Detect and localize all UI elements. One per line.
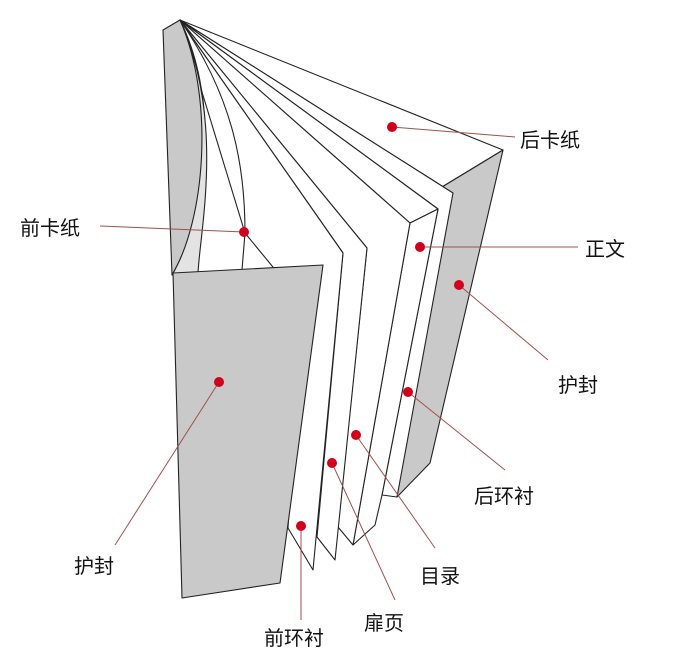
dot-jacket-right bbox=[454, 280, 464, 290]
leader-lines bbox=[99, 126, 578, 620]
jacket-left bbox=[172, 264, 324, 599]
label-back-endpaper: 后环衬 bbox=[474, 484, 534, 508]
label-title-page: 扉页 bbox=[364, 611, 404, 635]
label-back-card: 后卡纸 bbox=[520, 128, 580, 152]
label-contents: 目录 bbox=[420, 564, 460, 588]
dot-front-endpaper bbox=[296, 521, 306, 531]
label-front-endpaper: 前环衬 bbox=[264, 626, 324, 650]
dot-front-card bbox=[239, 227, 249, 237]
label-text-block: 正文 bbox=[585, 237, 625, 261]
dot-title-page bbox=[327, 458, 337, 468]
label-jacket-right: 护封 bbox=[558, 373, 598, 397]
dot-text-block bbox=[415, 242, 425, 252]
dot-back-card bbox=[387, 122, 397, 132]
dot-contents bbox=[351, 430, 361, 440]
label-jacket-left: 护封 bbox=[74, 554, 114, 578]
dot-back-endpaper bbox=[403, 387, 413, 397]
label-front-card: 前卡纸 bbox=[20, 216, 80, 240]
dot-jacket-left bbox=[214, 377, 224, 387]
